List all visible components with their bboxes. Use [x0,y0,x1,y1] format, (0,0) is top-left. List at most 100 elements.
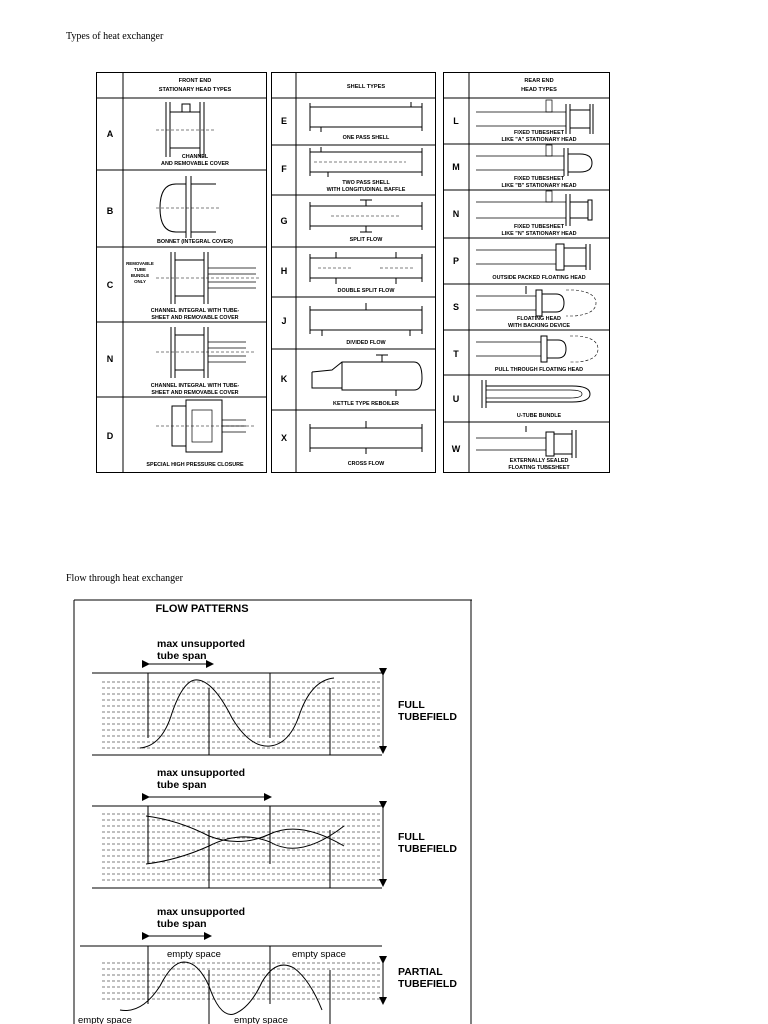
type-letter-s: S [453,302,459,312]
outside-packed-floating-head-drawing [476,243,591,271]
type-n-front-caption-1: CHANNEL INTEGRAL WITH TUBE- [151,383,240,389]
high-pressure-closure-drawing [156,399,256,453]
floating-head-backing-device-drawing [476,286,597,317]
type-n-rear-caption-2: LIKE "N" STATIONARY HEAD [502,231,577,237]
two-pass-shell-drawing [309,147,423,177]
empty-space-label-2: empty space [292,949,346,960]
panel-2-label-1: FULL [398,831,425,843]
divided-flow-drawing [309,303,423,336]
type-c-note-3: BUNDLE [131,273,149,278]
type-letter-j: J [281,316,286,326]
rear-end-header: REAR END [524,78,553,84]
double-split-flow-drawing [309,252,423,284]
panel-1-span-label-1: max unsupported [157,638,245,650]
type-w-caption-2: FLOATING TUBESHEET [508,465,570,471]
panel-1-label-1: FULL [398,699,425,711]
empty-space-label-3: empty space [78,1015,132,1024]
type-f-caption-1: TWO PASS SHELL [342,180,390,186]
panel-2-tubefield [92,805,382,889]
shell-types-table: E ONE PASS SHELL F TWO PASS SHELL WITH L… [280,102,423,467]
panel-1-label-2: TUBEFIELD [398,711,457,723]
panel-3-label-2: TUBEFIELD [398,978,457,990]
type-e-caption: ONE PASS SHELL [343,135,390,141]
channel-integral-tubesheet-drawing [156,252,261,304]
type-l-caption-1: FIXED TUBESHEET [514,130,565,136]
shell-header: SHELL TYPES [347,84,385,90]
u-tube-bundle-drawing [481,380,591,408]
kettle-reboiler-drawing [311,354,423,396]
type-s-caption-2: WITH BACKING DEVICE [508,323,570,329]
type-n-front-caption-2: SHEET AND REMOVABLE COVER [151,390,238,396]
panel-2-span-label-1: max unsupported [157,767,245,779]
type-c-note-4: ONLY [134,279,146,284]
type-letter-b: B [107,206,114,216]
type-w-caption-1: EXTERNALLY SEALED [510,458,569,464]
type-letter-w: W [452,444,461,454]
type-c-note-1: REMOVABLE [126,261,154,266]
rear-end-header-sub: HEAD TYPES [521,87,557,93]
panel-2-label-2: TUBEFIELD [398,843,457,855]
type-letter-x: X [281,433,287,443]
type-m-caption-2: LIKE "B" STATIONARY HEAD [502,183,577,189]
type-letter-f: F [281,164,287,174]
type-letter-h: H [281,266,288,276]
panel-1-tubefield [92,672,382,756]
type-a-caption-2: AND REMOVABLE COVER [161,161,229,167]
fixed-tubesheet-a-drawing [476,99,594,134]
split-flow-drawing [309,199,423,233]
type-m-caption-1: FIXED TUBESHEET [514,176,565,182]
flow-patterns-figure: FLOW PATTERNS max unsupported tube span … [73,599,472,1024]
type-letter-n-rear: N [453,209,460,219]
type-letter-c: C [107,280,114,290]
panel-1-span-label-2: tube span [157,650,207,662]
type-letter-p: P [453,256,459,266]
type-c-note-2: TUBE [134,267,146,272]
type-h-caption: DOUBLE SPLIT FLOW [338,288,396,294]
type-g-caption: SPLIT FLOW [350,237,384,243]
pull-through-floating-head-drawing [476,335,599,363]
channel-integral-tubesheet-n-drawing [156,327,256,378]
type-letter-g: G [280,216,287,226]
panel-3-label-1: PARTIAL [398,966,443,978]
type-n-rear-caption-1: FIXED TUBESHEET [514,224,565,230]
type-x-caption: CROSS FLOW [348,461,385,467]
fixed-tubesheet-b-drawing [476,144,593,176]
bonnet-drawing [156,176,221,238]
type-d-caption: SPECIAL HIGH PRESSURE CLOSURE [146,462,244,468]
type-letter-e: E [281,116,287,126]
panel-2-span-label-2: tube span [157,779,207,791]
panel-3-span-label-1: max unsupported [157,906,245,918]
tema-types-chart: FRONT END STATIONARY HEAD TYPES SHELL TY… [96,72,610,473]
figure-caption-types: Types of heat exchanger [66,31,164,42]
type-u-caption: U-TUBE BUNDLE [517,413,562,419]
fixed-tubesheet-n-drawing [476,190,593,226]
type-letter-u: U [453,394,460,404]
figure-caption-flow: Flow through heat exchanger [66,573,183,584]
type-t-caption: PULL THROUGH FLOATING HEAD [495,367,583,373]
type-c-caption-1: CHANNEL INTEGRAL WITH TUBE- [151,308,240,314]
empty-space-label-4: empty space [234,1015,288,1024]
cross-flow-drawing [309,421,423,454]
type-b-caption: BONNET (INTEGRAL COVER) [157,239,233,245]
type-a-caption-1: CHANNEL [182,154,209,160]
panel-3-tubefield [80,945,382,1024]
front-end-header-sub: STATIONARY HEAD TYPES [159,87,232,93]
front-end-header: FRONT END [179,78,212,84]
type-letter-l: L [453,116,459,126]
type-j-caption: DIVIDED FLOW [346,340,386,346]
type-letter-a: A [107,129,114,139]
type-l-caption-2: LIKE "A" STATIONARY HEAD [502,137,577,143]
type-f-caption-2: WITH LONGITUDINAL BAFFLE [327,187,406,193]
type-letter-t: T [453,349,459,359]
type-p-caption: OUTSIDE PACKED FLOATING HEAD [492,275,585,281]
empty-space-label-1: empty space [167,949,221,960]
flow-patterns-title: FLOW PATTERNS [155,603,248,615]
externally-sealed-tubesheet-drawing [476,426,577,458]
type-s-caption-1: FLOATING HEAD [517,316,561,322]
type-k-caption: KETTLE TYPE REBOILER [333,401,399,407]
panel-3-span-label-2: tube span [157,918,207,930]
type-letter-d: D [107,431,114,441]
type-letter-k: K [281,374,288,384]
type-letter-m: M [452,162,460,172]
channel-removable-cover-drawing [156,102,214,157]
